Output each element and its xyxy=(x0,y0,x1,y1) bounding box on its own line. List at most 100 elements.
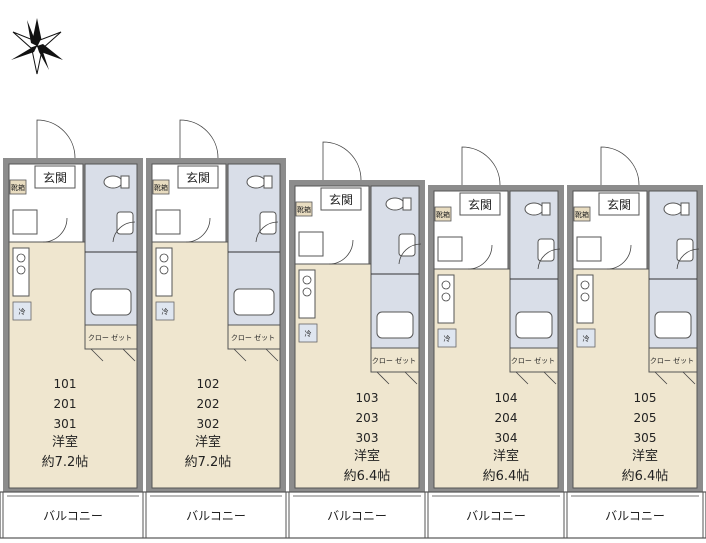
room-number-304: 304 xyxy=(495,431,518,445)
inner-door xyxy=(185,217,211,243)
shoe-box-label: 靴箱 xyxy=(575,210,589,219)
room-number-101: 101 xyxy=(54,377,77,391)
sink-icon xyxy=(259,211,277,235)
inner-door xyxy=(328,239,354,265)
room-area-label: 約7.2帖 xyxy=(42,455,89,470)
room-number-102: 102 xyxy=(197,377,220,391)
toilet-icon xyxy=(103,175,123,189)
shoe-box xyxy=(434,206,452,222)
entrance-box xyxy=(320,187,362,211)
shoe-box-label: 靴箱 xyxy=(154,183,168,192)
washer-icon xyxy=(12,209,38,235)
fridge xyxy=(437,328,457,348)
entrance-box xyxy=(34,165,76,189)
entrance-door xyxy=(179,119,219,159)
closet-label: クロー ゼット xyxy=(511,356,555,365)
closet-door xyxy=(90,348,104,362)
fridge-label: 冷 xyxy=(19,307,26,316)
room-number-204: 204 xyxy=(495,411,518,425)
balcony-label: バルコニー xyxy=(605,509,665,523)
bath-door xyxy=(537,248,561,270)
entrance-door xyxy=(322,141,362,181)
shoe-box xyxy=(295,201,313,217)
balcony xyxy=(145,491,287,539)
closet-door xyxy=(265,348,279,362)
burner-icon xyxy=(580,280,590,290)
toilet-tank-icon xyxy=(402,197,412,211)
burner-icon xyxy=(302,275,312,285)
bathtub-icon xyxy=(90,288,132,316)
entrance-box xyxy=(598,192,640,216)
toilet-icon xyxy=(663,202,683,216)
kitchen-stove-icon xyxy=(12,247,30,297)
entrance-label: 玄関 xyxy=(186,170,210,185)
balcony-label: バルコニー xyxy=(466,509,526,523)
room-type-label: 洋室 xyxy=(195,434,221,450)
closet-label: クロー ゼット xyxy=(372,356,416,365)
room-number-205: 205 xyxy=(634,411,657,425)
closet xyxy=(227,324,281,350)
shoe-box xyxy=(9,179,27,195)
room-number-104: 104 xyxy=(495,391,518,405)
burner-icon xyxy=(302,287,312,297)
fridge xyxy=(12,301,32,321)
room-number-103: 103 xyxy=(356,391,379,405)
washer-icon xyxy=(155,209,181,235)
burner-icon xyxy=(441,280,451,290)
fridge-label: 冷 xyxy=(305,329,312,338)
room-number-303: 303 xyxy=(356,431,379,445)
inner-door xyxy=(42,217,68,243)
shoe-box xyxy=(573,206,591,222)
closet xyxy=(648,347,698,373)
bathtub-icon xyxy=(376,311,414,339)
entrance-label: 玄関 xyxy=(43,170,67,185)
washer-icon xyxy=(298,231,324,257)
bath-door xyxy=(112,221,136,243)
sink-icon xyxy=(116,211,134,235)
room-type-label: 洋室 xyxy=(493,448,519,464)
fridge xyxy=(576,328,596,348)
toilet-tank-icon xyxy=(680,202,690,216)
fridge xyxy=(155,301,175,321)
room-number-202: 202 xyxy=(197,397,220,411)
balcony-label: バルコニー xyxy=(327,509,387,523)
entrance-box xyxy=(177,165,219,189)
closet-door xyxy=(654,371,668,385)
bathtub-icon xyxy=(654,311,692,339)
room-type-label: 洋室 xyxy=(354,448,380,464)
burner-icon xyxy=(16,253,26,263)
entrance-door xyxy=(600,146,640,186)
closet-label: クロー ゼット xyxy=(650,356,694,365)
sink-icon xyxy=(537,238,555,262)
toilet-tank-icon xyxy=(263,175,273,189)
room-number-301: 301 xyxy=(54,417,77,431)
closet-label: クロー ゼット xyxy=(88,333,132,342)
bath-door xyxy=(398,243,422,265)
inner-door xyxy=(467,244,493,270)
room-number-203: 203 xyxy=(356,411,379,425)
entrance-label: 玄関 xyxy=(329,192,353,207)
fridge xyxy=(298,323,318,343)
balcony-label: バルコニー xyxy=(43,509,103,523)
room-type-label: 洋室 xyxy=(52,434,78,450)
inner-door xyxy=(606,244,632,270)
burner-icon xyxy=(159,253,169,263)
entrance-box xyxy=(459,192,501,216)
burner-icon xyxy=(580,292,590,302)
room-area-label: 約6.4帖 xyxy=(622,469,669,484)
fridge-label: 冷 xyxy=(162,307,169,316)
bathtub-icon xyxy=(515,311,553,339)
bath-door xyxy=(255,221,279,243)
closet-door xyxy=(543,371,557,385)
closet-door xyxy=(233,348,247,362)
closet-door xyxy=(515,371,529,385)
kitchen-stove-icon xyxy=(155,247,173,297)
room-area-label: 約7.2帖 xyxy=(185,455,232,470)
bath-door xyxy=(676,248,700,270)
entrance-label: 玄関 xyxy=(607,197,631,212)
fridge-label: 冷 xyxy=(583,334,590,343)
room-number-305: 305 xyxy=(634,431,657,445)
closet-label: クロー ゼット xyxy=(231,333,275,342)
